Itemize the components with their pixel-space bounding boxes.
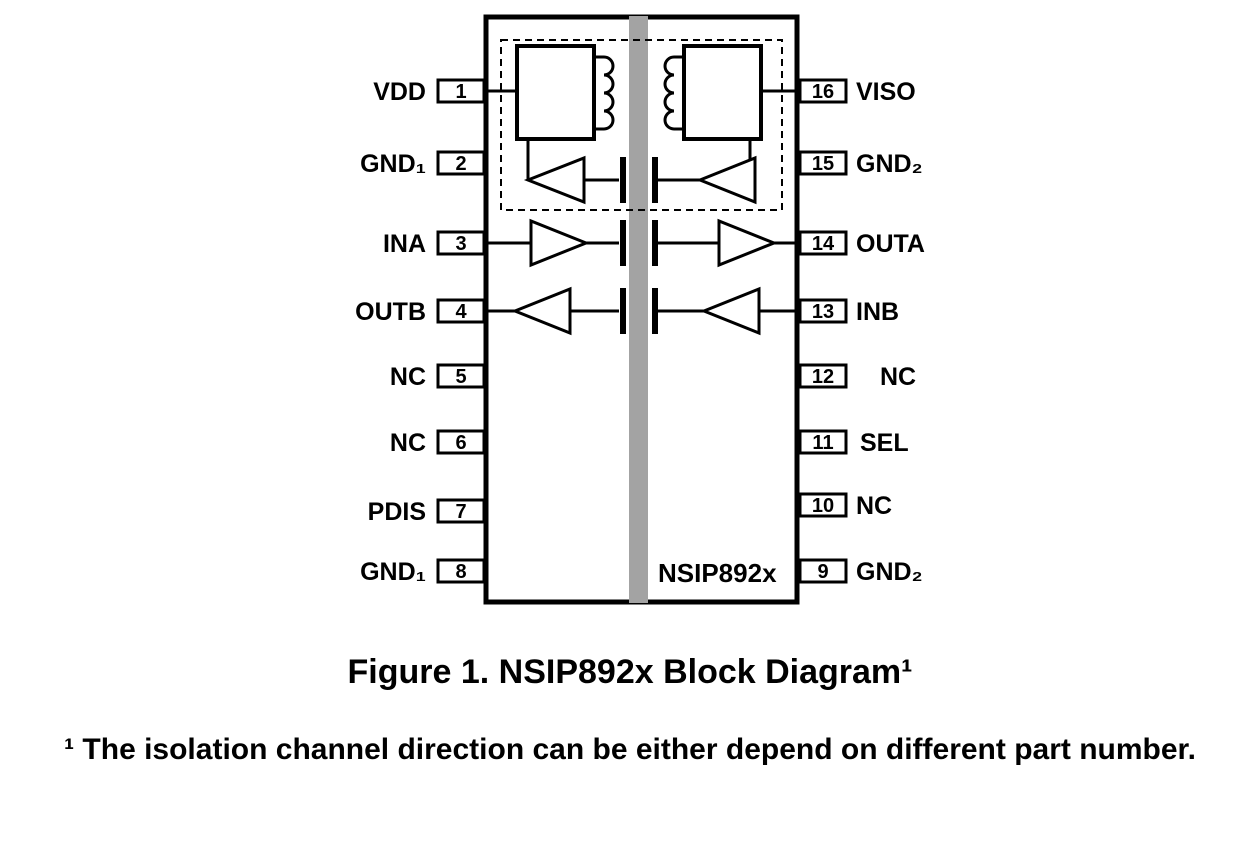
pin-right-11: 11 SEL xyxy=(798,429,909,457)
pin-number: 10 xyxy=(812,495,834,517)
pin-right-9: 9 GND₂ xyxy=(798,558,923,586)
pin-box xyxy=(436,230,486,256)
pin-number: 11 xyxy=(812,432,833,454)
figure-footnote: ¹ The isolation channel direction can be… xyxy=(64,732,1196,766)
pin-label: GND₁ xyxy=(360,150,426,178)
pin-box xyxy=(436,150,486,176)
pin-number: 2 xyxy=(455,153,466,175)
pin-number: 8 xyxy=(455,561,466,583)
pin-box xyxy=(798,230,848,256)
pin-label: NC xyxy=(390,363,426,391)
pin-box xyxy=(798,298,848,324)
pin-right-12: 12 NC xyxy=(798,363,916,391)
feedback-amp-left xyxy=(523,155,586,205)
isolation-cap-plate xyxy=(652,288,658,334)
pin-box xyxy=(798,558,848,584)
pin-right-14: 14 OUTA xyxy=(798,230,925,258)
pin-label: SEL xyxy=(860,429,909,457)
block-diagram: NSIP892x 1 VDD 2 GND₁ 3 INA 4 OUTB 5 NC xyxy=(355,14,925,605)
pin-number: 16 xyxy=(812,81,834,103)
pin-left-4: 4 OUTB xyxy=(355,298,486,326)
pin-right-13: 13 INB xyxy=(798,298,899,326)
pin-box xyxy=(798,150,848,176)
power-isolation-dashed-outline xyxy=(500,39,783,211)
pin-label: GND₂ xyxy=(856,150,923,178)
pin-label: PDIS xyxy=(368,498,426,526)
pin-box xyxy=(798,78,848,104)
pin-number: 15 xyxy=(812,153,834,175)
pin-left-7: 7 PDIS xyxy=(368,498,486,526)
isolation-cap-plate xyxy=(620,157,626,203)
pin-number: 9 xyxy=(817,561,828,583)
pin-left-6: 6 NC xyxy=(390,429,486,457)
channel-b xyxy=(484,286,800,336)
pin-label: VDD xyxy=(373,78,426,106)
pin-box xyxy=(436,498,486,524)
channel-a xyxy=(484,218,800,268)
channel-a-receiver-amp xyxy=(717,218,779,268)
isolation-cap-plate xyxy=(620,288,626,334)
pin-left-2: 2 GND₁ xyxy=(360,150,486,178)
pin-number: 6 xyxy=(455,432,466,454)
chip-label: NSIP892x xyxy=(658,558,777,588)
pin-right-16: 16 VISO xyxy=(798,78,916,106)
pin-number: 13 xyxy=(812,301,834,323)
pin-number: 5 xyxy=(455,366,466,388)
pin-label: GND₂ xyxy=(856,558,923,586)
pin-label: NC xyxy=(856,492,892,520)
isolation-cap-plate xyxy=(652,157,658,203)
isolation-cap-plate xyxy=(620,220,626,266)
pin-number: 3 xyxy=(455,233,466,255)
pin-box xyxy=(436,558,486,584)
pin-left-5: 5 NC xyxy=(390,363,486,391)
power-converter-block-left xyxy=(515,44,596,141)
pin-box xyxy=(436,363,486,389)
pin-label: OUTB xyxy=(355,298,426,326)
pin-left-1: 1 VDD xyxy=(373,78,486,106)
pin-label: INB xyxy=(856,298,899,326)
pin-box xyxy=(798,363,848,389)
pin-label: VISO xyxy=(856,78,916,106)
pin-box xyxy=(436,298,486,324)
channel-b-receiver-amp xyxy=(510,286,572,336)
channel-a-driver-amp xyxy=(529,218,591,268)
pin-box xyxy=(798,492,848,518)
transformer-winding-right xyxy=(663,55,684,131)
pin-number: 12 xyxy=(812,366,834,388)
pin-right-15: 15 GND₂ xyxy=(798,150,923,178)
pin-number: 14 xyxy=(812,233,835,255)
feedback-channel xyxy=(523,139,757,205)
transformer-winding-left xyxy=(594,55,615,131)
pin-right-10: 10 NC xyxy=(798,492,892,520)
power-converter-block-right xyxy=(682,44,763,141)
pin-left-8: 8 GND₁ xyxy=(360,558,486,586)
pin-number: 1 xyxy=(455,81,466,103)
pin-label: GND₁ xyxy=(360,558,426,586)
feedback-amp-right xyxy=(695,155,757,205)
pin-label: NC xyxy=(390,429,426,457)
figure-caption: Figure 1. NSIP892x Block Diagram¹ xyxy=(347,653,913,691)
pin-left-3: 3 INA xyxy=(383,230,486,258)
isolation-barrier xyxy=(629,16,648,603)
pin-label: NC xyxy=(880,363,916,391)
pin-number: 7 xyxy=(455,501,466,523)
pin-number: 4 xyxy=(455,301,467,323)
pin-box xyxy=(436,429,486,455)
isolated-power-section xyxy=(484,44,800,141)
pin-label: INA xyxy=(383,230,426,258)
isolation-cap-plate xyxy=(652,220,658,266)
pin-box xyxy=(436,78,486,104)
pin-box xyxy=(798,429,848,455)
pin-label: OUTA xyxy=(856,230,925,258)
channel-b-driver-amp xyxy=(699,286,761,336)
